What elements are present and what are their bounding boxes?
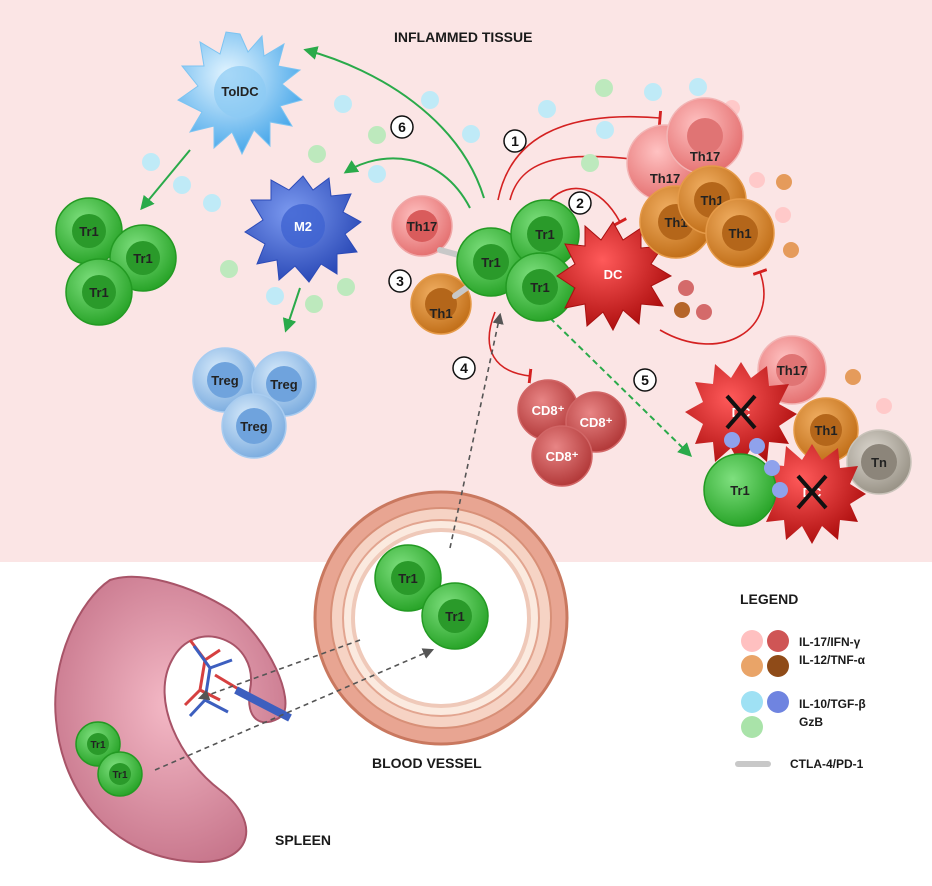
step-3: 3	[396, 273, 404, 289]
svg-text:Tr1: Tr1	[133, 251, 153, 266]
legend-item: GzB	[799, 715, 823, 729]
svg-text:Th17: Th17	[690, 149, 720, 164]
svg-text:Treg: Treg	[270, 377, 298, 392]
arrow-vessel-to-tissue	[449, 312, 504, 549]
cytotoxic-cluster: Th17 DC Th1 Tn DC Tr1	[685, 335, 912, 544]
svg-text:Tr1: Tr1	[112, 770, 127, 781]
svg-text:CD8⁺: CD8⁺	[580, 415, 613, 430]
tr1-cell: Tr1	[374, 544, 442, 612]
svg-text:Tr1: Tr1	[445, 609, 465, 624]
svg-text:Tr1: Tr1	[530, 280, 550, 295]
dc-label: DC	[604, 267, 623, 282]
spleen-organ	[54, 575, 292, 864]
inhibit-th1-loop	[659, 268, 768, 345]
svg-text:Th1: Th1	[814, 423, 837, 438]
blood-vessel-label: BLOOD VESSEL	[372, 755, 482, 771]
toldc-label: TolDC	[221, 84, 259, 99]
tr1-cell: Tr1	[421, 582, 489, 650]
th17-cell-center: Th17	[391, 195, 453, 257]
svg-text:Treg: Treg	[240, 419, 268, 434]
tr1-cell: Tr1	[65, 258, 133, 326]
inhibit-th17-th1-2	[509, 152, 643, 201]
cd8-cluster: CD8⁺ CD8⁺ CD8⁺	[517, 379, 627, 487]
arrow-tr1-to-cytotoxic	[549, 317, 693, 457]
svg-text:CD8⁺: CD8⁺	[532, 403, 565, 418]
legend-item: IL-10/TGF-β	[799, 697, 866, 711]
cytokine-dots	[142, 78, 892, 414]
legend: LEGEND IL-17/IFN-γ IL-12/TNF-α IL-10/TGF…	[735, 591, 866, 771]
svg-text:Th17: Th17	[777, 363, 807, 378]
spleen-label: SPLEEN	[275, 832, 331, 848]
svg-text:Th17: Th17	[407, 219, 437, 234]
step-5: 5	[641, 372, 649, 388]
arrow-m2-to-treg	[282, 287, 301, 333]
svg-text:Th17: Th17	[650, 171, 680, 186]
svg-text:Th1: Th1	[700, 193, 723, 208]
arrow-toldc-to-tr1	[140, 149, 191, 211]
tr1-cell: Tr1	[97, 751, 143, 797]
step-2: 2	[576, 195, 584, 211]
th17-th1-cluster: Th17 Th17 Th1 Th1 Th1	[626, 97, 775, 268]
legend-item: IL-17/IFN-γ	[799, 635, 861, 649]
svg-text:Tr1: Tr1	[89, 285, 109, 300]
svg-text:Tr1: Tr1	[398, 571, 418, 586]
inhibit-dc	[549, 187, 628, 227]
svg-text:Tr1: Tr1	[535, 227, 555, 242]
svg-text:Tr1: Tr1	[730, 483, 750, 498]
inflamed-tissue-label: INFLAMMED TISSUE	[394, 29, 532, 45]
svg-text:Tn: Tn	[871, 455, 887, 470]
svg-text:CD8⁺: CD8⁺	[546, 449, 579, 464]
arrow-vessel-to-spleen	[197, 639, 361, 701]
dc-cell-center: DC	[556, 221, 673, 332]
step-6: 6	[398, 119, 406, 135]
step-markers: 1 2 3 4 5 6	[388, 115, 657, 392]
svg-text:Tr1: Tr1	[90, 740, 105, 751]
treg-cell: Treg	[221, 393, 287, 459]
tr1-cell: Tr1	[505, 252, 575, 322]
legend-item: IL-12/TNF-α	[799, 653, 866, 667]
m2-label: M2	[294, 219, 312, 234]
tr1-cell: Tr1	[510, 199, 580, 269]
svg-text:Th1: Th1	[664, 215, 687, 230]
legend-item: CTLA-4/PD-1	[790, 757, 864, 771]
svg-text:Treg: Treg	[211, 373, 239, 388]
tr1-cell: Tr1	[55, 197, 123, 265]
arrow-tr1-to-toldc	[303, 46, 485, 199]
step-1: 1	[511, 133, 519, 149]
svg-text:Tr1: Tr1	[481, 255, 501, 270]
svg-text:Th1: Th1	[429, 306, 452, 321]
arrow-tr1-to-m2	[343, 157, 471, 209]
inhibit-cd8	[488, 311, 533, 384]
tr1-group-left: Tr1 Tr1 Tr1	[55, 197, 177, 326]
th1-cell-center: Th1	[410, 273, 472, 335]
toldc-cell: TolDC	[177, 31, 304, 156]
legend-title: LEGEND	[740, 591, 798, 607]
svg-text:Tr1: Tr1	[79, 224, 99, 239]
svg-text:Th1: Th1	[728, 226, 751, 241]
inhibit-th17-th1-1	[497, 110, 663, 201]
treg-group: Treg Treg Treg	[192, 347, 317, 459]
step-4: 4	[460, 360, 468, 376]
m2-macrophage: M2	[244, 175, 362, 283]
